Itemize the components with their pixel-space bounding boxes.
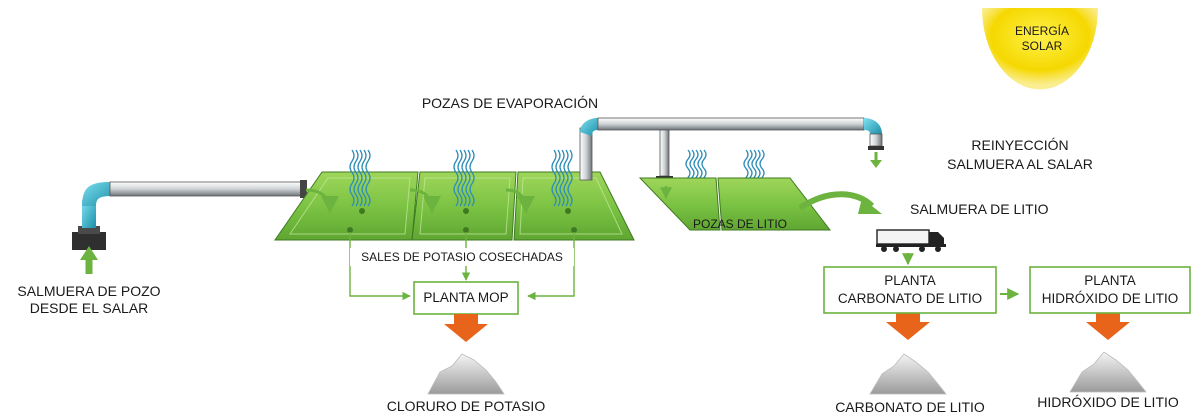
pond-flow-arrow-3 xyxy=(505,188,535,214)
well-input-arrow-icon xyxy=(80,246,98,260)
potassium-chloride-label: CLORURO DE POTASIO xyxy=(387,398,546,414)
sun-icon xyxy=(982,8,1098,90)
lithium-ponds-label: POZAS DE LITIO xyxy=(693,217,787,231)
hydroxide-plant-box xyxy=(1029,266,1191,314)
potassium-chloride-mound-icon xyxy=(427,353,505,395)
well-pump-icon xyxy=(72,182,112,250)
carbonate-plant-line1: PLANTA xyxy=(884,273,936,288)
evaporation-ponds-label: POZAS DE EVAPORACIÓN xyxy=(422,95,598,111)
reinjection-arrow-icon xyxy=(870,160,882,168)
hydroxide-output-arrow-icon xyxy=(1086,312,1130,340)
well-brine-line1: SALMUERA DE POZO xyxy=(17,283,160,299)
reinjection-line1: REINYECCIÓN xyxy=(971,137,1068,153)
reinjection-line2: SALMUERA AL SALAR xyxy=(947,156,1093,172)
sun-label-line2: SOLAR xyxy=(1022,39,1063,53)
mop-output-arrow-icon xyxy=(444,314,488,342)
harvested-salts-label-bg xyxy=(350,248,574,266)
lithium-carbonate-label: CARBONATO DE LITIO xyxy=(835,399,985,415)
sun-label-line1: ENERGÍA xyxy=(1015,23,1069,38)
harvested-salts-label: SALES DE POTASIO COSECHADAS xyxy=(361,250,563,264)
lithium-hydroxide-mound-icon xyxy=(1069,351,1147,393)
lithium-pond-2 xyxy=(717,177,832,231)
lithium-carbonate-mound-icon xyxy=(869,353,947,395)
mop-plant-label: PLANTA MOP xyxy=(423,290,508,305)
lithium-brine-arrow-icon xyxy=(858,198,882,214)
carbonate-plant-box xyxy=(823,266,997,314)
inlet-pipe xyxy=(109,181,307,197)
lithium-brine-label: SALMUERA DE LITIO xyxy=(910,201,1049,217)
inlet-pipe-end xyxy=(300,180,307,198)
lithium-brine-arrow-shaft xyxy=(798,191,875,211)
pond-flow-arrow-1 xyxy=(305,188,339,214)
truck-icon xyxy=(876,229,946,252)
lithium-hydroxide-label: HIDRÓXIDO DE LITIO xyxy=(1037,394,1179,410)
carbonate-output-arrow-icon xyxy=(886,312,930,340)
pond-flow-arrow-2 xyxy=(409,188,441,214)
transfer-pipe xyxy=(579,117,884,184)
hydroxide-plant-line1: PLANTA xyxy=(1084,273,1136,288)
hydroxide-plant-line2: HIDRÓXIDO DE LITIO xyxy=(1042,291,1179,306)
mop-plant-box xyxy=(413,281,519,315)
well-brine-line2: DESDE EL SALAR xyxy=(30,300,149,316)
carbonate-plant-line2: CARBONATO DE LITIO xyxy=(838,291,982,306)
pond-dots xyxy=(347,208,577,233)
